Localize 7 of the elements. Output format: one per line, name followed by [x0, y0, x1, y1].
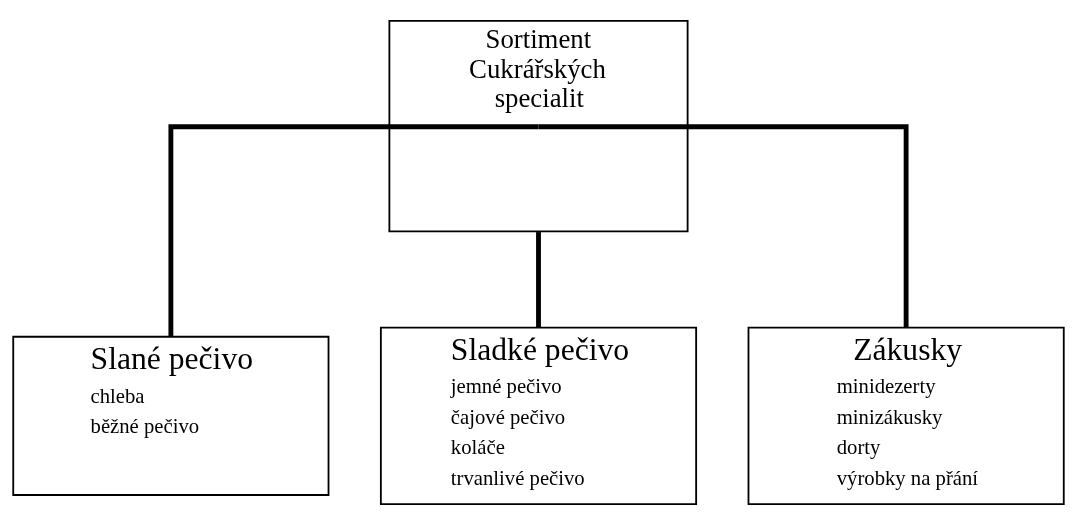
node-box: Sladké pečivo jemné pečivo čajové pečivo koláče trvanlivé pečivo [379, 326, 698, 506]
node-box: Zákusky minidezerty minizákusky dorty výrobky na přání [747, 326, 1065, 506]
node-box: Slané pečivo chleba běžné pečivo [12, 335, 330, 496]
connector [536, 232, 541, 327]
connector [168, 124, 539, 337]
connector [538, 124, 909, 327]
node-box: Sortiment Cukrářských specialit [388, 19, 689, 233]
